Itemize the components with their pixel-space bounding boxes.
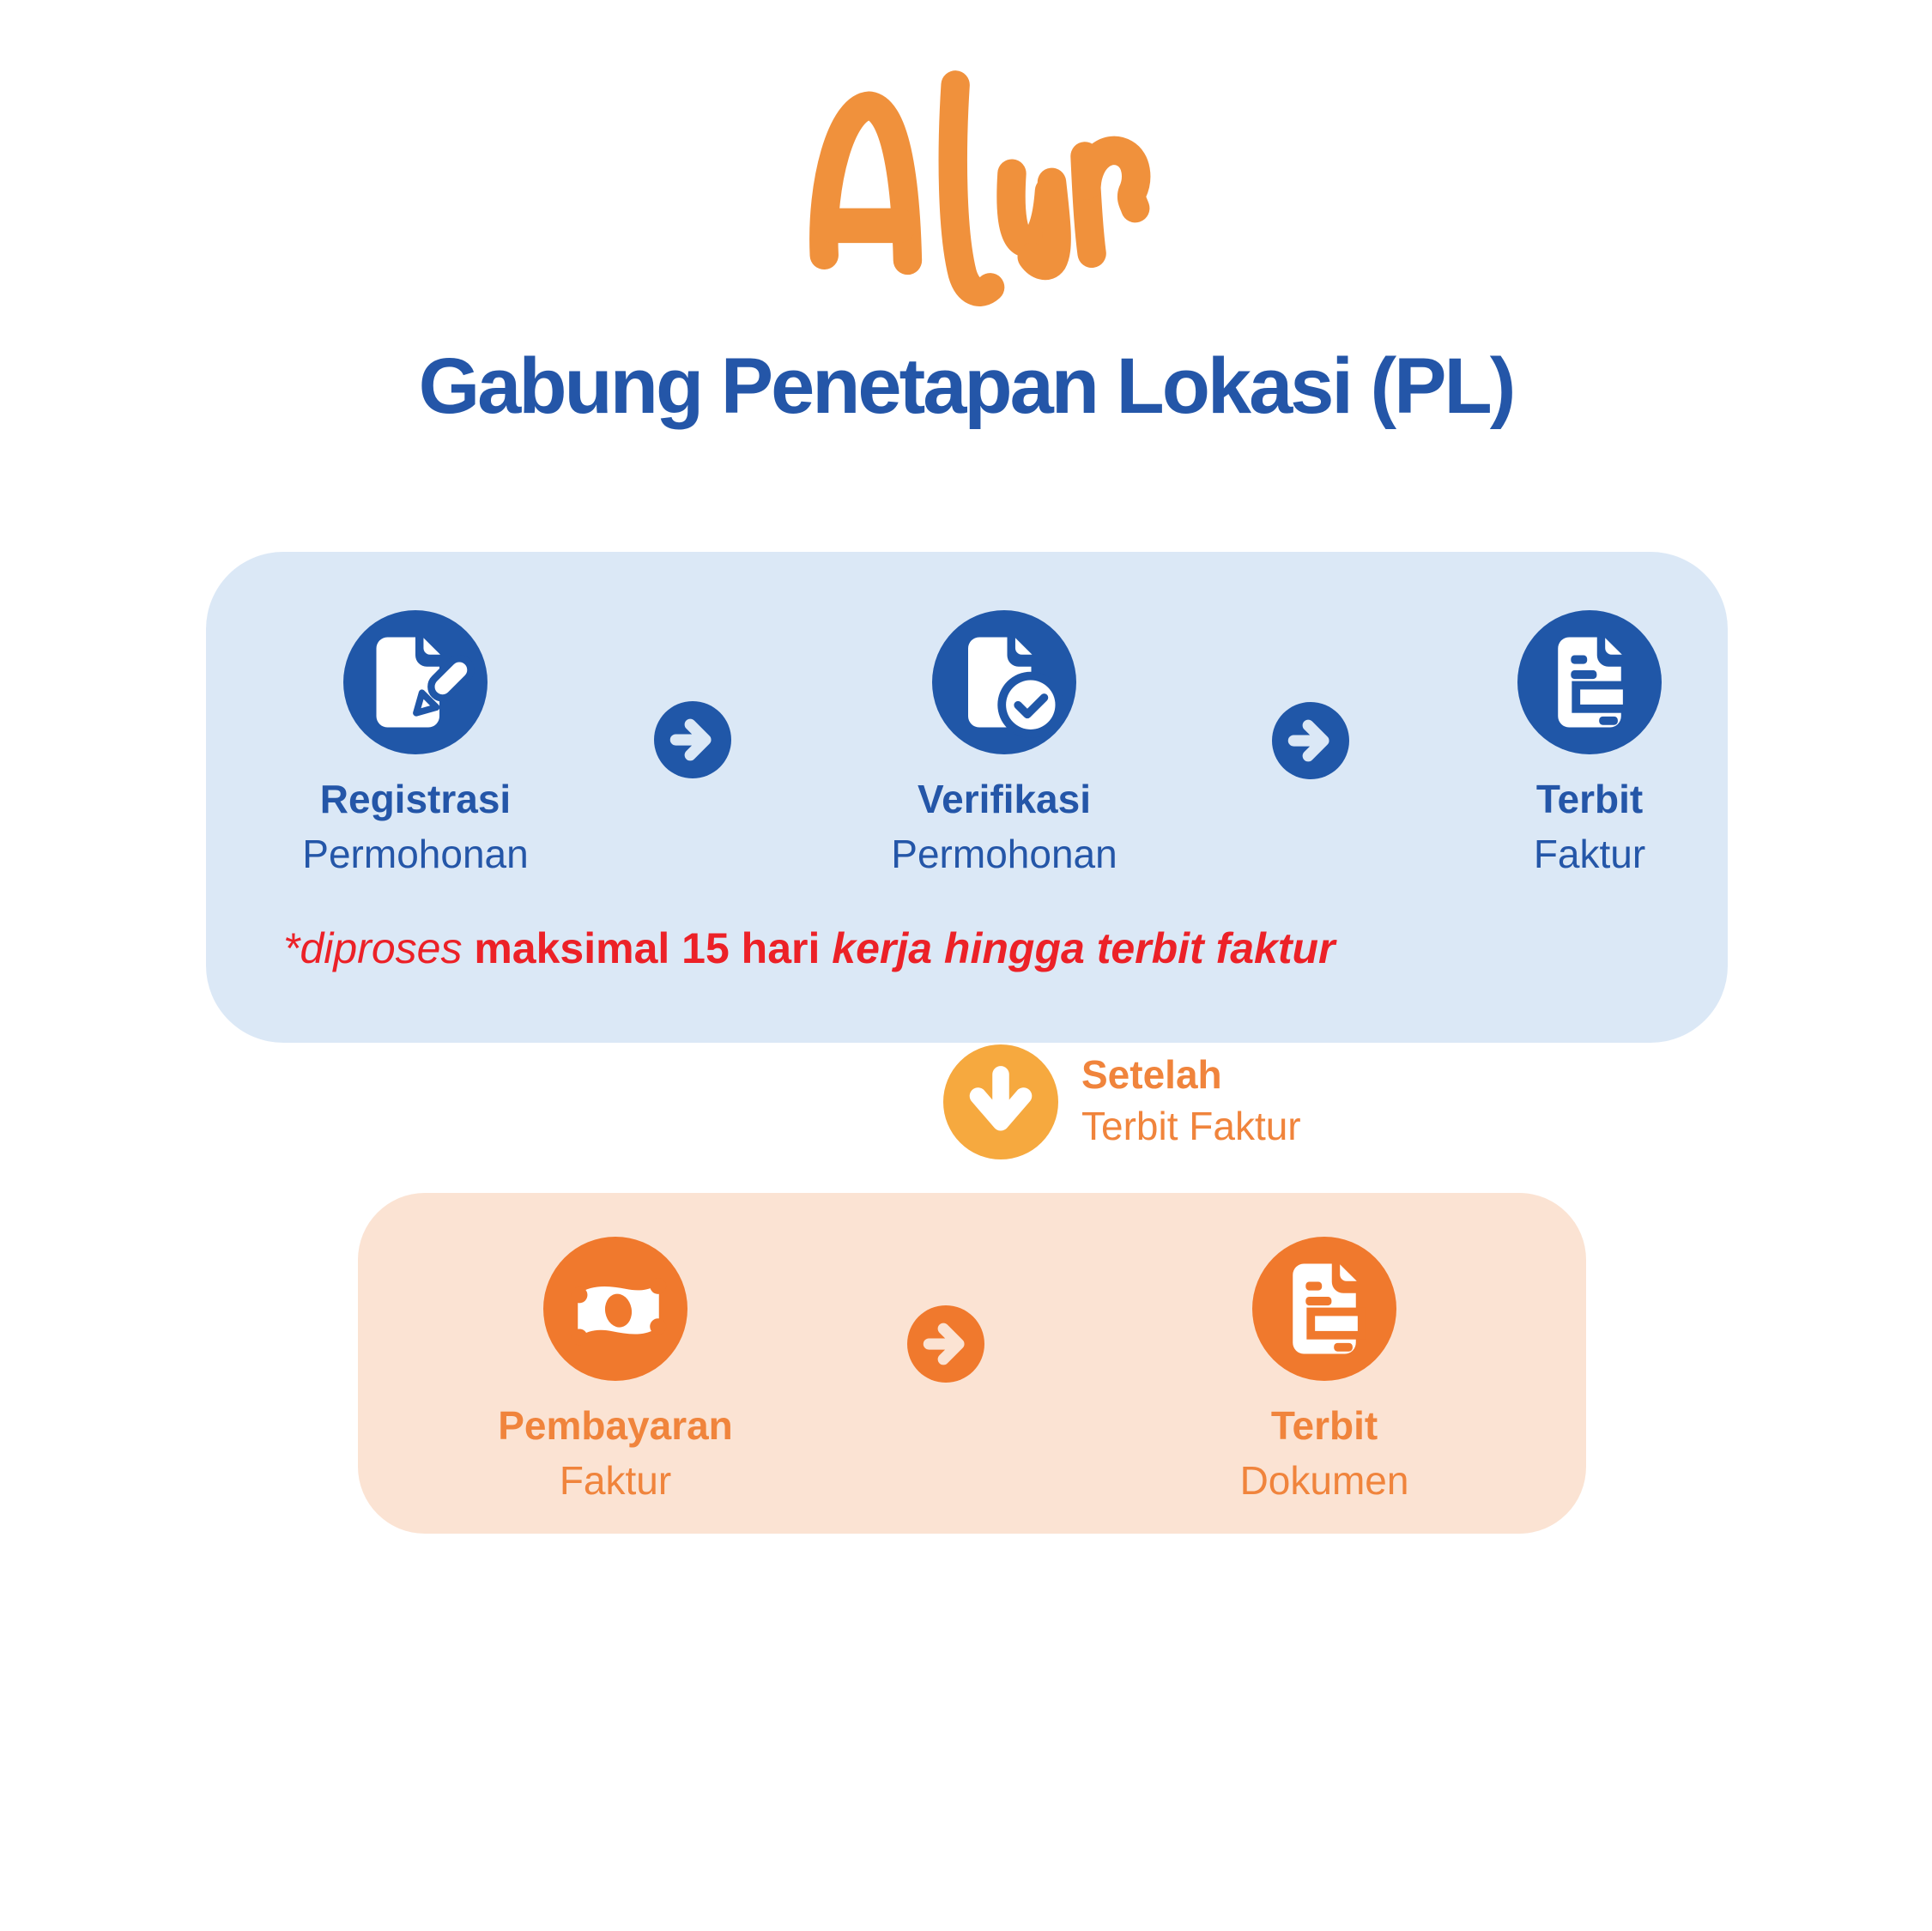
arrow-right-icon bbox=[654, 701, 731, 778]
step-subtitle: Faktur bbox=[1533, 832, 1646, 876]
money-icon bbox=[543, 1237, 687, 1381]
document-check-icon bbox=[932, 610, 1076, 754]
processing-note: *diproses maksimal 15 hari kerja hingga … bbox=[283, 923, 1656, 973]
invoice-icon bbox=[1252, 1237, 1396, 1381]
step-subtitle: Faktur bbox=[559, 1458, 672, 1503]
arrow-right-icon bbox=[907, 1305, 984, 1383]
step-title: Verifikasi bbox=[917, 777, 1092, 821]
step-verifikasi-permohonan: Verifikasi Permohonan bbox=[764, 610, 1245, 881]
note-segment: kerja hingga terbit faktur bbox=[832, 924, 1335, 972]
step-terbit-faktur: Terbit Faktur bbox=[1349, 610, 1830, 881]
step-subtitle: Dokumen bbox=[1239, 1458, 1409, 1503]
connector-label: Setelah Terbit Faktur bbox=[1081, 1049, 1301, 1152]
step-registrasi-permohonan: Registrasi Permohonan bbox=[175, 610, 656, 881]
arrow-down-icon bbox=[943, 1044, 1058, 1159]
step-subtitle: Permohonan bbox=[891, 832, 1117, 876]
document-pencil-icon bbox=[343, 610, 488, 754]
connector-title: Setelah bbox=[1081, 1052, 1222, 1097]
step-pembayaran-faktur: Pembayaran Faktur bbox=[375, 1237, 856, 1508]
arrow-right-icon bbox=[1272, 702, 1349, 779]
invoice-icon bbox=[1517, 610, 1662, 754]
step-subtitle: Permohonan bbox=[302, 832, 529, 876]
step-title: Terbit bbox=[1270, 1403, 1378, 1448]
step-title: Registrasi bbox=[319, 777, 512, 821]
step-title: Terbit bbox=[1535, 777, 1644, 821]
step-terbit-dokumen: Terbit Dokumen bbox=[1084, 1237, 1565, 1508]
page-subtitle: Gabung Penetapan Lokasi (PL) bbox=[418, 342, 1517, 430]
connector-subtitle: Terbit Faktur bbox=[1081, 1104, 1301, 1148]
note-segment: maksimal 15 hari bbox=[474, 924, 833, 972]
title-alur-script bbox=[809, 70, 1151, 306]
step-title: Pembayaran bbox=[498, 1403, 733, 1448]
page-title-text: Alur bbox=[0, 0, 1, 1]
note-segment: *diproses bbox=[283, 924, 475, 972]
